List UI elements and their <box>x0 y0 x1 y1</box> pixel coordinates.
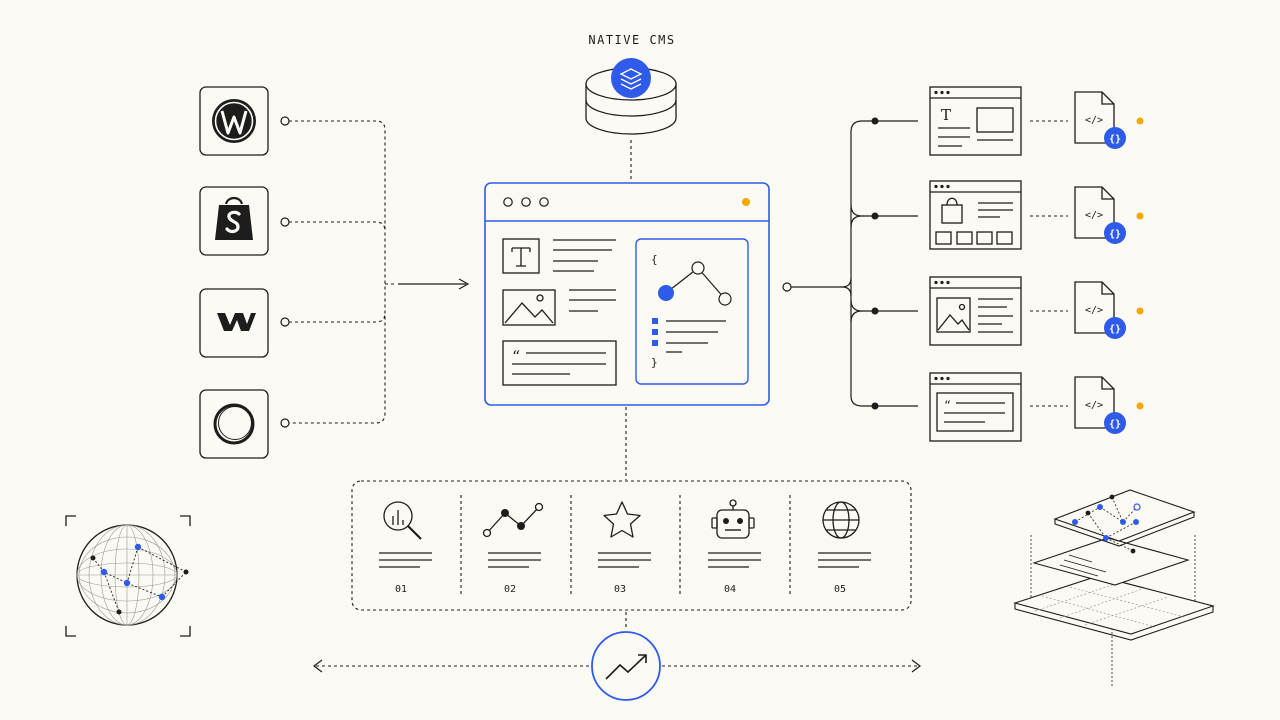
ring-icon <box>213 403 255 445</box>
code-icon: </> <box>1085 400 1103 411</box>
schema-open-brace: { <box>651 253 658 266</box>
feature-04[interactable]: 04 <box>708 499 761 595</box>
source-shopify[interactable] <box>199 186 269 256</box>
svg-text:{}: {} <box>1109 324 1121 335</box>
window-controls[interactable] <box>503 197 549 207</box>
svg-text:{}: {} <box>1109 419 1121 430</box>
source-webflow[interactable] <box>199 288 269 358</box>
schema-panel[interactable]: { } <box>635 238 749 385</box>
feature-number: 01 <box>395 584 407 595</box>
svg-text:{}: {} <box>1109 229 1121 240</box>
source-wordpress[interactable] <box>199 86 269 156</box>
layered-stack-illustration <box>1013 489 1215 686</box>
code-file-4[interactable]: </> {} <box>1074 376 1144 434</box>
feature-number: 02 <box>504 584 516 595</box>
tree-graph-icon <box>658 261 732 306</box>
text-block[interactable] <box>502 238 616 274</box>
layers-icon <box>619 68 643 90</box>
feature-number: 05 <box>834 584 846 595</box>
growth-button[interactable] <box>591 631 661 701</box>
source-ring[interactable] <box>199 389 269 459</box>
output-shop-page[interactable] <box>929 180 1022 250</box>
code-file-2[interactable]: </> {} <box>1074 186 1144 244</box>
schema-close-brace: } <box>651 356 658 369</box>
cms-database-icon <box>585 58 677 135</box>
feature-05[interactable]: 05 <box>818 501 871 595</box>
cms-title: NATIVE CMS <box>588 33 675 47</box>
status-dot <box>1136 307 1144 315</box>
status-dot <box>1136 117 1144 125</box>
editor-window[interactable]: “ { } <box>484 182 770 406</box>
image-icon <box>504 302 554 324</box>
trending-up-icon <box>605 654 647 680</box>
shopify-icon <box>215 196 253 240</box>
feature-number: 04 <box>724 584 736 595</box>
svg-text:{}: {} <box>1109 134 1121 145</box>
status-dot <box>1136 212 1144 220</box>
trend-line-icon <box>482 502 544 538</box>
output-text-page[interactable]: T <box>929 86 1022 156</box>
output-connectors <box>782 117 918 410</box>
feature-dividers <box>460 495 791 596</box>
quote-block[interactable]: “ <box>502 340 617 386</box>
json-badge-icon <box>1104 412 1126 434</box>
source-connectors <box>280 116 470 428</box>
network-globe-illustration <box>65 515 191 637</box>
text-icon <box>511 247 531 267</box>
text-icon: T <box>941 106 951 124</box>
feature-number: 03 <box>614 584 626 595</box>
code-file-3[interactable]: </> {} <box>1074 281 1144 339</box>
output-image-page[interactable] <box>929 276 1022 346</box>
output-code-files <box>1030 120 1068 407</box>
code-icon: </> <box>1085 115 1103 126</box>
globe-icon <box>822 501 860 539</box>
robot-icon <box>711 499 755 539</box>
json-badge-icon <box>1104 127 1126 149</box>
code-icon: </> <box>1085 210 1103 221</box>
code-icon: </> <box>1085 305 1103 316</box>
image-icon <box>936 297 971 333</box>
json-badge-icon <box>1104 222 1126 244</box>
feature-02[interactable]: 02 <box>482 502 544 596</box>
image-block[interactable] <box>502 289 616 326</box>
schema-list <box>652 318 726 353</box>
features-panel <box>351 480 912 611</box>
output-quote-page[interactable]: “ <box>929 372 1022 442</box>
status-dot <box>742 198 750 206</box>
webflow-icon <box>217 313 256 331</box>
quote-icon: “ <box>512 347 520 366</box>
code-file-1[interactable]: </> {} <box>1074 91 1144 149</box>
search-analytics-icon <box>383 501 422 540</box>
feature-03[interactable]: 03 <box>598 501 651 595</box>
shopping-bag-icon <box>941 197 963 224</box>
star-icon <box>603 501 641 538</box>
status-dot <box>1136 402 1144 410</box>
quote-icon: “ <box>944 399 951 414</box>
wordpress-icon <box>212 99 256 143</box>
json-badge-icon <box>1104 317 1126 339</box>
feature-01[interactable]: 01 <box>379 501 432 595</box>
growth-axis <box>313 659 921 673</box>
